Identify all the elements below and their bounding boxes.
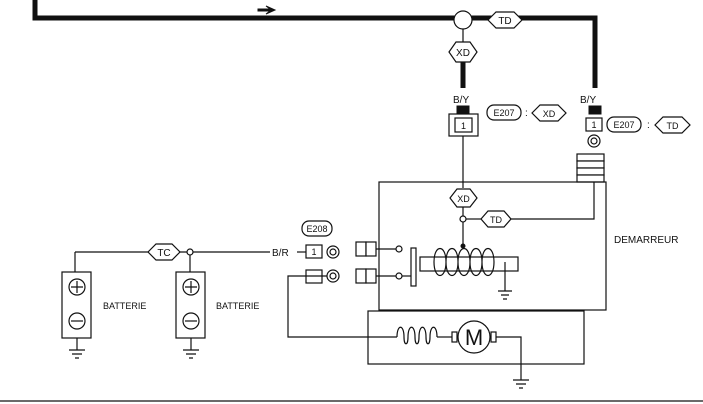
battery-2-plus-glyph xyxy=(185,281,197,293)
motor-lead-ring-inner xyxy=(329,272,337,280)
e207-left-tag-label: E207 xyxy=(493,108,514,118)
armature-brush-left xyxy=(451,331,458,343)
sep-left: : xyxy=(525,108,528,119)
e207-left-tag xyxy=(486,104,522,121)
starter-housing xyxy=(378,181,607,311)
connector-left-cap xyxy=(456,105,470,114)
battery-1-ground-icon xyxy=(69,349,85,359)
td-connector-tag xyxy=(654,116,691,134)
e208-ring-inner xyxy=(329,248,337,256)
e207-right-tag xyxy=(606,116,642,133)
field-coil xyxy=(396,326,438,345)
e207-right-tag-label: E207 xyxy=(613,120,634,130)
lower-contact xyxy=(395,272,403,280)
ring-terminal-inner xyxy=(590,137,598,145)
terminal-block-lower-a xyxy=(355,268,367,284)
tc-tag-label: TC xyxy=(157,248,170,259)
xd-tag-top xyxy=(448,41,478,63)
armature-brush-right xyxy=(490,331,497,343)
coil-node xyxy=(460,243,466,249)
td-tag-top-label: TD xyxy=(498,16,511,27)
connector-right-cap xyxy=(588,105,602,115)
terminal-block-upper-a xyxy=(355,241,367,257)
upper-contact xyxy=(395,245,403,253)
td-tag-top xyxy=(487,11,523,29)
connector-left-pin xyxy=(454,117,473,133)
e208-tag xyxy=(301,220,333,237)
battery-2-ground-icon xyxy=(183,349,199,359)
xd-tag-inner-label: XD xyxy=(457,194,470,204)
e208-pin-label: 1 xyxy=(311,247,316,257)
splice-point-top xyxy=(453,10,473,30)
battery-1-plus-glyph xyxy=(71,281,83,293)
connector-right-pin-label: 1 xyxy=(591,120,596,130)
e208-tag-label: E208 xyxy=(306,224,327,234)
main-harness-wire xyxy=(32,0,598,88)
armature-ground-wire xyxy=(496,336,522,380)
direction-arrow-icon xyxy=(257,5,277,15)
terminal-stud-3 xyxy=(576,167,605,176)
xd-connector-tag-label: XD xyxy=(543,109,556,119)
xd-tag-top-label: XD xyxy=(456,48,470,59)
terminal-block-lower-b xyxy=(365,268,377,284)
td-tag-inner-label: TD xyxy=(490,215,502,225)
batterie-2-label: BATTERIE xyxy=(216,301,259,311)
by-left-label: B/Y xyxy=(453,95,469,106)
splice-inner xyxy=(459,215,467,223)
motor-label: M xyxy=(465,325,483,350)
solenoid-contact-plate xyxy=(410,247,417,287)
demarreur-label: DEMARREUR xyxy=(614,235,678,246)
batterie-1-label: BATTERIE xyxy=(103,301,146,311)
coil-ground-icon xyxy=(498,290,512,300)
td-inner-wire-right xyxy=(511,182,595,220)
e208-pin xyxy=(305,244,323,259)
solenoid-coil xyxy=(433,247,495,277)
tc-tag xyxy=(147,243,181,261)
motor-ground-icon xyxy=(513,379,529,389)
terminal-stud-2 xyxy=(576,160,605,169)
by-right-label: B/Y xyxy=(580,95,596,106)
battery-splice xyxy=(186,248,194,256)
xd-tag-inner xyxy=(449,188,478,208)
terminal-block-upper-b xyxy=(365,241,377,257)
td-connector-tag-label: TD xyxy=(667,121,679,131)
xd-connector-tag xyxy=(531,104,567,122)
connector-left-pin-label: 1 xyxy=(461,121,466,131)
br-label: B/R xyxy=(272,248,289,259)
terminal-stud-1 xyxy=(576,153,605,162)
motor-armature xyxy=(457,320,491,354)
motor-lead-wire xyxy=(287,275,397,338)
connector-right-pin xyxy=(585,117,603,132)
solenoid-plunger xyxy=(419,256,519,272)
terminal-stud-4 xyxy=(576,174,605,183)
sep-right: : xyxy=(647,120,650,131)
